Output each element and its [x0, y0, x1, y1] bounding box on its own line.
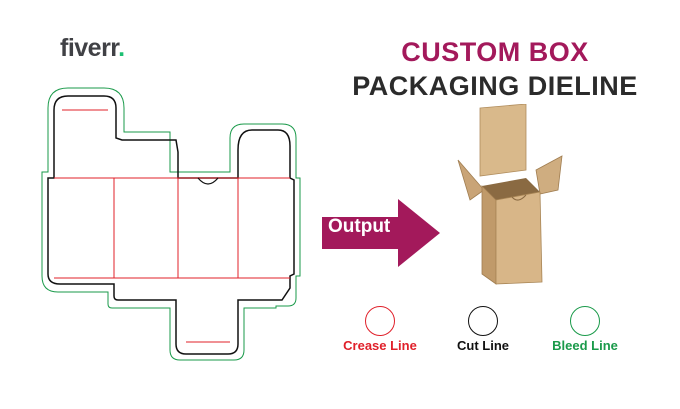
box-thumb-notch	[511, 194, 527, 201]
title-line-2: PACKAGING DIELINE	[352, 71, 638, 101]
bleed-line-label: Bleed Line	[552, 338, 618, 353]
fiverr-logo: fiverr.	[60, 34, 125, 63]
output-label: Output	[328, 216, 391, 237]
bleed-line-swatch	[570, 306, 600, 336]
side-flap-right	[535, 155, 563, 195]
top-flap	[479, 104, 527, 177]
thumb-notch	[197, 177, 219, 185]
side-flap-left	[457, 159, 485, 201]
logo-text: fiverr	[60, 34, 119, 62]
bleed-line	[41, 87, 301, 361]
crease-line-label: Crease Line	[343, 338, 417, 353]
crease-lines	[54, 109, 290, 343]
cut-line-swatch	[468, 306, 498, 336]
dieline-illustration	[41, 87, 301, 361]
box-front	[481, 185, 497, 285]
cut-line	[47, 95, 295, 355]
kraft-box-illustration	[457, 104, 563, 285]
title-line-1: CUSTOM BOX	[401, 37, 589, 67]
cut-line-label: Cut Line	[457, 338, 509, 353]
logo-dot: .	[118, 34, 125, 62]
box-side	[495, 191, 543, 285]
output-arrow	[322, 199, 440, 267]
arrow-shape	[322, 199, 440, 267]
crease-line-swatch	[365, 306, 395, 336]
